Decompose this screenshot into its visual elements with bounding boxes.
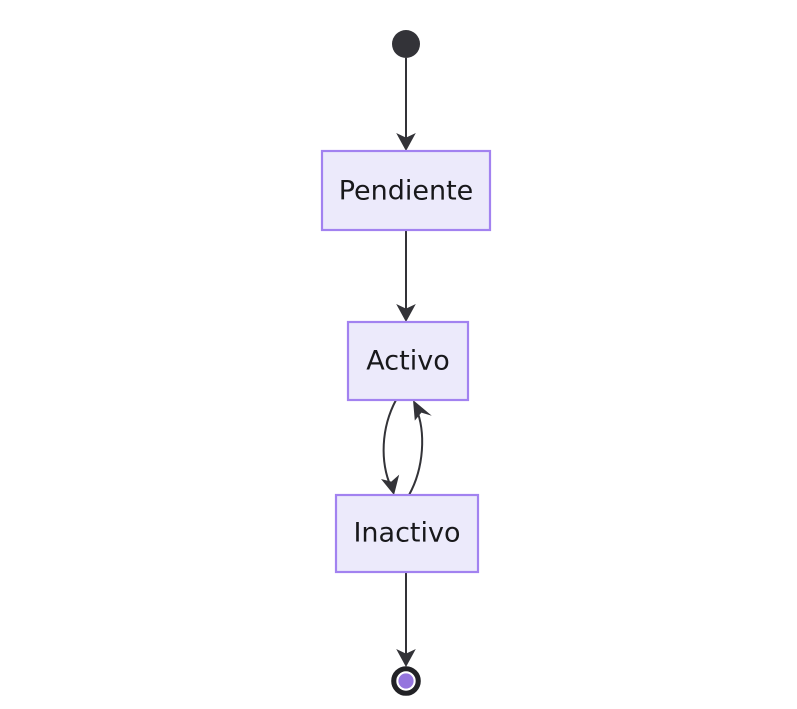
state-node-pendiente[interactable]: Pendiente bbox=[320, 149, 492, 232]
state-box bbox=[346, 320, 470, 402]
arrow-head-icon bbox=[396, 304, 416, 322]
edge-start-to-pendiente bbox=[396, 58, 416, 151]
edge-line bbox=[408, 407, 424, 496]
end-node-ring-icon bbox=[392, 667, 420, 695]
edge-pendiente-to-activo bbox=[396, 230, 416, 322]
state-box bbox=[320, 149, 492, 232]
end-node-inner-circle-icon bbox=[398, 673, 414, 689]
start-node-circle-icon bbox=[392, 30, 420, 58]
state-label-activo: Activo bbox=[366, 346, 449, 377]
state-label-pendiente: Pendiente bbox=[339, 176, 474, 207]
state-node-inactivo[interactable]: Inactivo bbox=[334, 493, 480, 574]
end-node[interactable] bbox=[391, 666, 421, 696]
start-node[interactable] bbox=[392, 30, 420, 58]
arrow-head-icon bbox=[396, 133, 416, 151]
edge-activo-to-inactivo bbox=[381, 399, 400, 495]
state-label-inactivo: Inactivo bbox=[353, 518, 460, 549]
edge-inactivo-to-end bbox=[396, 572, 416, 667]
arrow-head-icon bbox=[413, 400, 432, 421]
arrow-head-icon bbox=[381, 474, 400, 495]
state-node-activo[interactable]: Activo bbox=[346, 320, 470, 402]
edge-line bbox=[382, 399, 397, 488]
state-box bbox=[334, 493, 480, 574]
arrow-head-icon bbox=[396, 649, 416, 667]
edge-inactivo-to-activo bbox=[408, 400, 432, 496]
